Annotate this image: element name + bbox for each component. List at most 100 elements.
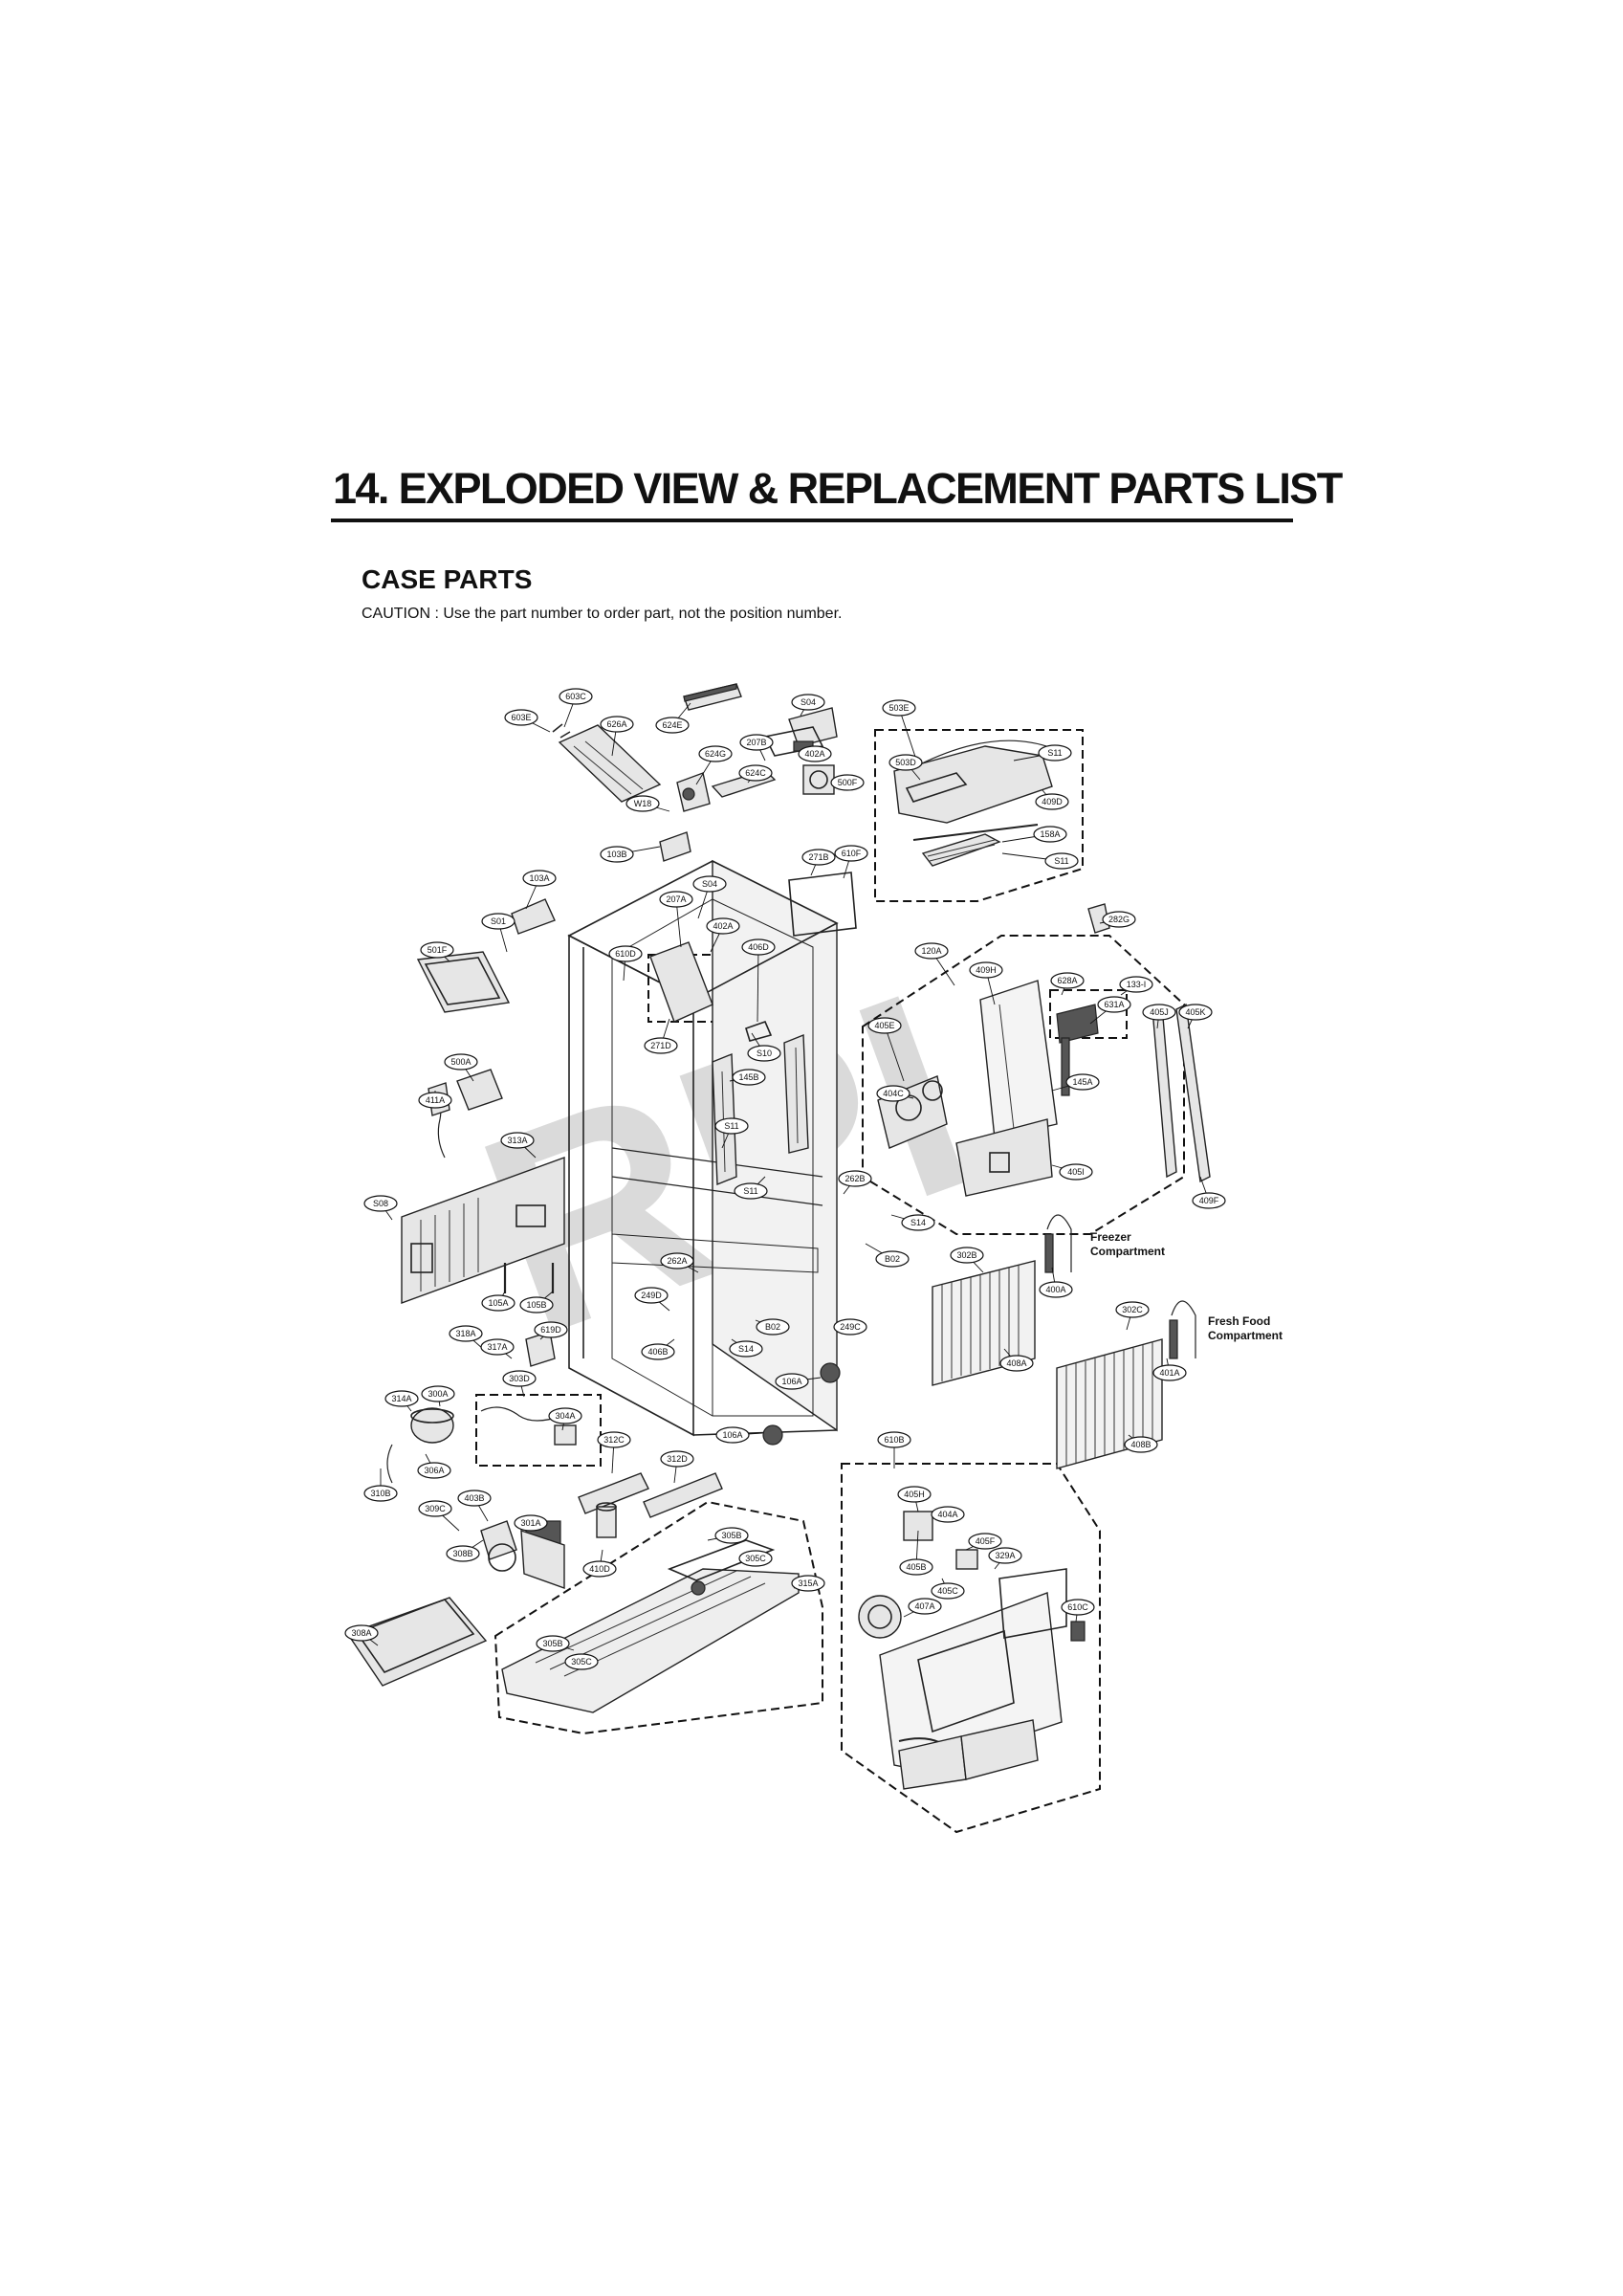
callout-label: 631A [1104, 1000, 1124, 1009]
callout-label: S14 [910, 1218, 926, 1227]
callout-label: 403B [464, 1493, 484, 1503]
leader-line [757, 946, 759, 1023]
callout-bubble [714, 1527, 749, 1544]
callout-626a: 626A [600, 716, 634, 733]
callout-label: 610C [1067, 1602, 1088, 1612]
callout-bubble [875, 1250, 910, 1268]
callout-bubble [420, 941, 454, 959]
callout-label: 624E [662, 720, 682, 730]
callout-label: 405C [937, 1586, 958, 1596]
callout-bubble [660, 1450, 694, 1468]
callout-bubble [714, 1117, 749, 1135]
callout-bubble [1124, 1436, 1158, 1453]
damper-group-box [1049, 989, 1128, 1039]
callout-label: 411A [426, 1095, 445, 1105]
compartment-labels: Freezer Compartment Fresh Food Compartme… [1090, 1230, 1283, 1342]
callout-label: S11 [1047, 748, 1062, 758]
callout-bubble [833, 1318, 867, 1336]
callout-315a: 315A [791, 1575, 825, 1592]
callout-label: 407A [914, 1601, 934, 1611]
callout-303d: 303D [502, 1370, 537, 1387]
callout-501f: 501F [420, 941, 454, 959]
callout-label: 405I [1067, 1167, 1085, 1177]
callout-bubble [644, 1037, 678, 1054]
callout-207a: 207A [659, 891, 693, 908]
callout-628a: 628A [1050, 972, 1085, 989]
callout-label: 306A [424, 1466, 444, 1475]
cabinet [567, 859, 839, 1437]
callout-407a: 407A [908, 1598, 942, 1615]
left-parts [401, 1069, 565, 1367]
callout-401a: 401A [1152, 1364, 1187, 1381]
callout-label: 405K [1185, 1007, 1205, 1017]
callout-label: S11 [724, 1121, 738, 1131]
section-title: CASE PARTS [362, 564, 533, 594]
callout-603c: 603C [559, 688, 593, 705]
callout-105b: 105B [519, 1296, 554, 1314]
callout-label: 312D [667, 1454, 688, 1464]
callout-bubble [514, 1514, 548, 1532]
callout-label: 500A [450, 1057, 471, 1067]
callout-410d: 410D [582, 1560, 617, 1578]
callout-bubble [608, 945, 643, 962]
callout-label: S10 [757, 1049, 772, 1058]
callout-402a: 402A [798, 745, 832, 762]
callout-label: 610B [884, 1435, 904, 1445]
callout-label: 305C [745, 1554, 766, 1563]
callout-bubble [600, 846, 634, 863]
callout-bubble [625, 795, 660, 812]
callout-bubble [582, 1560, 617, 1578]
callout-label: 401A [1159, 1368, 1179, 1378]
leader-line [884, 1025, 905, 1082]
callout-105a: 105A [481, 1294, 515, 1312]
callout-bubble [698, 745, 733, 762]
callout-619d: 619D [534, 1321, 568, 1338]
callout-302c: 302C [1115, 1301, 1150, 1318]
callout-bubble [446, 1545, 480, 1562]
callout-bubble [457, 1490, 492, 1507]
callout-label: 106A [722, 1430, 742, 1440]
callout-404a: 404A [931, 1506, 965, 1523]
callout-label: 405J [1150, 1007, 1169, 1017]
callout-405c: 405C [931, 1582, 965, 1600]
callout-label: S11 [1054, 856, 1068, 866]
callout-624c: 624C [738, 764, 773, 782]
callout-207b: 207B [739, 734, 774, 751]
callout-bubble [449, 1325, 483, 1342]
callout-bubble [1152, 1364, 1187, 1381]
callout-271d: 271D [644, 1037, 678, 1054]
callout-bubble [1097, 996, 1131, 1013]
callout-bubble [715, 1426, 750, 1444]
callout-label: 302C [1122, 1305, 1143, 1314]
callout-bubble [384, 1390, 419, 1407]
callout-w18: W18 [625, 795, 660, 812]
top-parts [416, 683, 1053, 1013]
callout-106a: 106A [775, 1373, 809, 1390]
callout-314a: 314A [384, 1390, 419, 1407]
callout-bubble [738, 764, 773, 782]
callout-bubble [729, 1340, 763, 1358]
callout-405f: 405F [968, 1533, 1002, 1550]
callout-label: B02 [885, 1254, 900, 1264]
callout-label: S01 [491, 916, 506, 926]
callout-158a: 158A [1033, 826, 1067, 843]
callout-label: 624C [745, 768, 766, 778]
callout-label: S04 [702, 879, 717, 889]
callout-bubble [899, 1558, 933, 1576]
callout-310b: 310B [363, 1485, 398, 1502]
callout-bubble [901, 1214, 935, 1231]
callout-label: 303D [509, 1374, 530, 1383]
callout-405i: 405I [1059, 1163, 1093, 1181]
fresh-food-label-line1: Fresh Food [1208, 1314, 1270, 1328]
callout-bubble [536, 1635, 570, 1652]
callout-s11: S11 [714, 1117, 749, 1135]
freezer-label-line1: Freezer [1090, 1230, 1131, 1244]
callout-402a: 402A [706, 917, 740, 935]
callout-610b: 610B [877, 1431, 911, 1448]
callout-405j: 405J [1142, 1004, 1176, 1021]
callout-bubble [1059, 1163, 1093, 1181]
callout-bubble [1035, 793, 1069, 810]
callout-s01: S01 [481, 913, 515, 930]
callout-bubble [1033, 826, 1067, 843]
callout-label: 406B [647, 1347, 668, 1357]
